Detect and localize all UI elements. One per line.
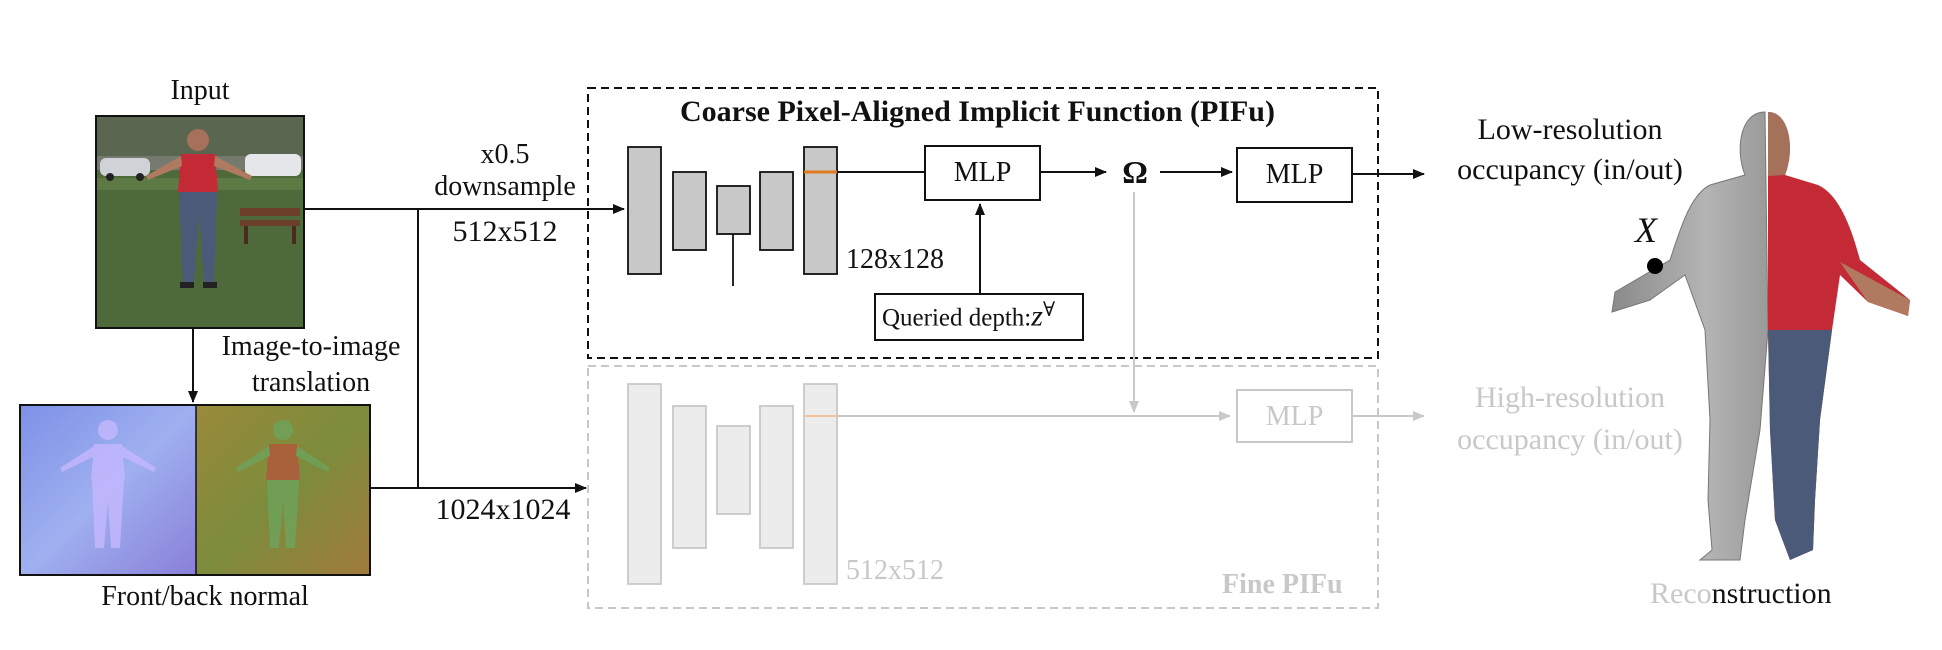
queried-depth-text: Queried depth:	[882, 304, 1032, 332]
fine-encoder-block-5	[803, 383, 838, 585]
coarse-encoder	[627, 146, 838, 286]
fine-encoder-block-1	[627, 383, 662, 585]
low-res-output-line1: Low-resolution	[1477, 113, 1663, 146]
coarse-input-resolution: 512x512	[452, 215, 558, 248]
coarse-encoder-block-5	[803, 146, 838, 275]
high-res-output-line2: occupancy (in/out)	[1457, 423, 1683, 456]
coarse-pifu-title: Coarse Pixel-Aligned Implicit Function (…	[680, 95, 1275, 128]
queried-depth-label: Queried depth:z∀	[882, 300, 1055, 332]
coarse-feature-resolution: 128x128	[846, 244, 944, 275]
translation-label-line2: translation	[251, 367, 371, 398]
coarse-encoder-block-2	[672, 171, 707, 251]
reconstruction-figure	[1611, 111, 1910, 561]
query-point-icon	[1647, 258, 1663, 274]
query-point-label: X	[1635, 210, 1657, 250]
reconstruction-caption: Reconstruction	[1650, 578, 1832, 610]
fine-input-resolution: 1024x1024	[435, 493, 571, 526]
reconstruction-caption-faded: Reco	[1650, 577, 1712, 610]
output-mlp-label: MLP	[1265, 159, 1324, 190]
coarse-mlp-label: MLP	[953, 157, 1012, 188]
depth-superscript: ∀	[1042, 299, 1056, 321]
low-res-output-line2: occupancy (in/out)	[1457, 153, 1683, 186]
fine-pifu-title: Fine PIFu	[1222, 569, 1343, 600]
omega-symbol: Ω	[1122, 154, 1148, 190]
input-photo	[95, 115, 305, 329]
fine-pifu-box	[587, 365, 1379, 609]
coarse-encoder-block-3	[716, 185, 751, 235]
background-car-icon	[100, 154, 301, 181]
fine-encoder-block-3	[716, 425, 751, 515]
front-normal-map	[20, 405, 196, 575]
fine-feature-resolution: 512x512	[846, 555, 944, 586]
high-res-output-line1: High-resolution	[1475, 381, 1665, 414]
reconstruction-caption-dark: nstruction	[1711, 577, 1832, 610]
person-icon	[146, 129, 252, 288]
depth-symbol: z	[1031, 299, 1043, 333]
downsample-factor: x0.5	[480, 139, 530, 170]
fine-encoder-block-4	[759, 405, 794, 549]
fine-connectors	[837, 192, 1425, 421]
coarse-connectors	[837, 167, 1425, 293]
coarse-mlp-box	[924, 145, 1041, 201]
translation-label-line1: Image-to-image	[221, 331, 401, 362]
queried-depth-box	[874, 293, 1084, 341]
fine-mlp-box	[1236, 389, 1353, 443]
bench-icon	[240, 208, 300, 244]
coarse-encoder-block-4	[759, 171, 794, 251]
input-connectors	[188, 204, 625, 493]
output-mlp-box	[1236, 147, 1353, 203]
fine-mlp-label: MLP	[1265, 401, 1324, 432]
downsample-label: downsample	[434, 171, 576, 202]
fine-encoder-block-2	[672, 405, 707, 549]
input-title: Input	[170, 75, 230, 106]
fine-encoder	[627, 383, 838, 585]
coarse-pifu-box	[587, 87, 1379, 359]
back-normal-map	[19, 404, 371, 576]
normals-caption: Front/back normal	[101, 581, 309, 612]
coarse-encoder-block-1	[627, 146, 662, 275]
